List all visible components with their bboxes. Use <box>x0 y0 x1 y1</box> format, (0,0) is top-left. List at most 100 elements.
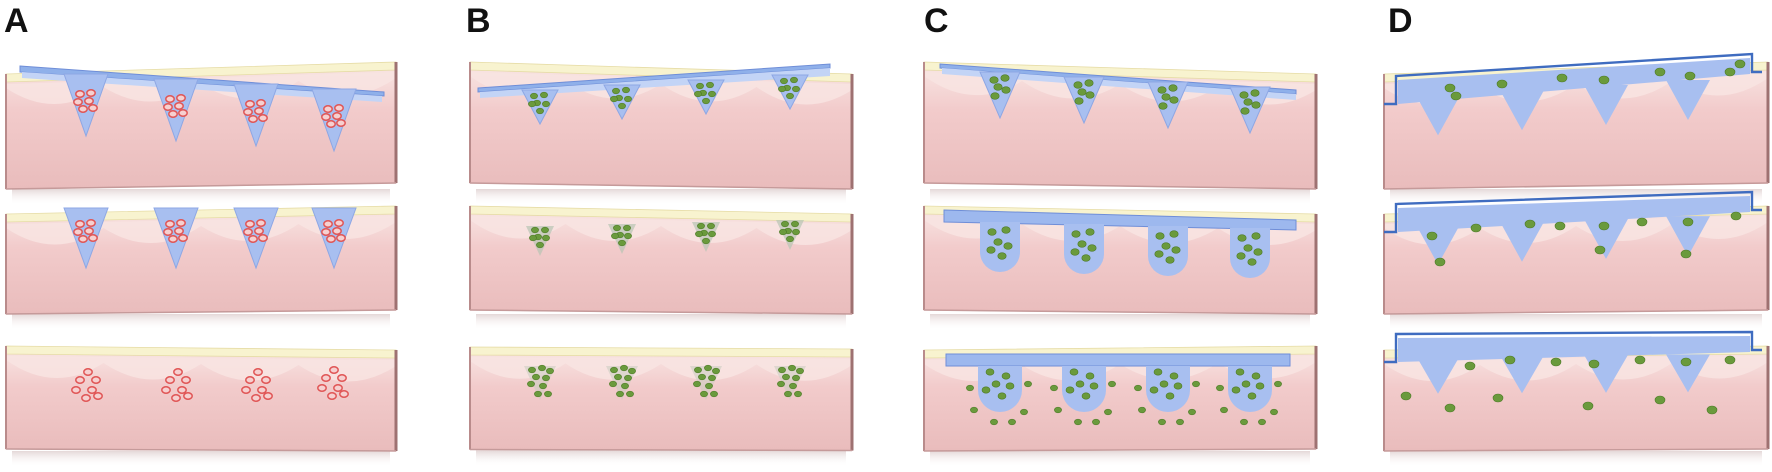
dermis-wave <box>924 72 1316 105</box>
stratum-corneum <box>469 346 853 358</box>
drug-particle <box>618 102 626 110</box>
drug-particle <box>1001 86 1011 94</box>
drug-particle <box>546 367 554 375</box>
drug-particle <box>694 90 702 98</box>
drug-particle <box>1138 406 1146 414</box>
drug-particle <box>1247 258 1257 266</box>
drug-particle <box>989 76 999 84</box>
drug-particle <box>702 237 710 245</box>
drug-particle <box>792 228 800 236</box>
drug-particle <box>336 119 346 127</box>
drug-particle <box>708 90 716 98</box>
drug-particle <box>610 95 618 103</box>
drug-particle <box>782 373 790 381</box>
drug-particle <box>1070 248 1080 256</box>
patch-backing <box>19 65 385 97</box>
drug-particle <box>987 228 997 236</box>
tissue-shadow <box>1390 314 1762 330</box>
tissue-shadow <box>12 189 390 205</box>
patch-base <box>22 72 382 102</box>
drug-particle <box>1071 230 1081 238</box>
drug-particle <box>693 380 701 388</box>
drug-particle <box>1075 380 1085 388</box>
drug-particle <box>254 107 264 115</box>
drug-particle <box>176 94 186 102</box>
drug-particle <box>263 392 273 400</box>
drug-particle <box>1161 93 1171 101</box>
drug-particle <box>1089 382 1099 390</box>
drug-particle <box>323 105 333 113</box>
drug-particle <box>1165 392 1175 400</box>
drug-particle <box>794 390 802 398</box>
swollen-microneedle <box>978 366 1022 412</box>
drug-particle <box>704 364 712 372</box>
drug-particle <box>540 91 548 99</box>
drug-particle <box>610 366 618 374</box>
drug-particle <box>1464 361 1476 371</box>
tissue-edge-bottom <box>923 448 1317 452</box>
hollow-reservoir-outline <box>1384 330 1762 364</box>
drug-particle <box>1069 368 1079 376</box>
drug-particle <box>1240 418 1248 426</box>
drug-particle <box>791 220 799 228</box>
microneedle <box>1063 76 1105 125</box>
drug-particle <box>1594 245 1606 255</box>
drug-particle <box>542 374 550 382</box>
drug-particle <box>1730 211 1742 221</box>
dissolved-tip-trace <box>774 366 806 400</box>
drug-particle <box>531 226 539 234</box>
dermis-wave <box>6 356 396 382</box>
tissue-shadow <box>930 189 1310 205</box>
drug-particle <box>1450 91 1462 101</box>
drug-particle <box>1235 368 1245 376</box>
tissue-edge-bottom <box>923 309 1317 315</box>
hollow-microneedle <box>1416 95 1460 136</box>
drug-particle <box>181 376 191 384</box>
drug-particle <box>1724 355 1736 365</box>
drug-particle <box>536 107 544 115</box>
drug-particle <box>541 226 549 234</box>
drug-particle <box>1087 244 1097 252</box>
drug-particle <box>75 90 85 98</box>
drug-particle <box>327 392 337 400</box>
drug-particle <box>1636 217 1648 227</box>
drug-particle <box>1724 67 1736 77</box>
drug-particle <box>71 386 81 394</box>
drug-particle <box>1231 386 1241 394</box>
hollow-microneedle <box>1500 221 1544 262</box>
drug-particle <box>168 110 178 118</box>
panel-label-b: B <box>466 2 491 40</box>
drug-particle <box>1188 408 1196 416</box>
drug-particle <box>695 230 703 238</box>
microneedle <box>1147 81 1189 130</box>
drug-particle <box>176 219 186 227</box>
drug-particle <box>710 390 718 398</box>
drug-particle <box>336 234 346 242</box>
drug-particle <box>73 98 83 106</box>
drug-particle <box>332 112 342 120</box>
drug-particle <box>258 234 268 242</box>
drug-particle <box>1024 380 1032 388</box>
dissolving-tip <box>776 220 804 250</box>
tissue-shadow <box>476 450 846 467</box>
drug-particle <box>87 386 97 394</box>
drug-particle <box>621 382 629 390</box>
drug-particle <box>970 406 978 414</box>
drug-particle <box>1001 226 1011 234</box>
drug-particle <box>256 219 266 227</box>
drug-particle <box>339 390 349 398</box>
drug-particle <box>245 100 255 108</box>
patch-backing <box>943 209 1297 231</box>
drug-particle <box>694 366 702 374</box>
panel-d-row3-patch <box>1384 330 1762 415</box>
drug-particle <box>333 384 343 392</box>
drug-particle <box>534 390 542 398</box>
drug-particle <box>161 386 171 394</box>
drug-particle <box>1104 408 1112 416</box>
panel-c-row3-release <box>945 353 1291 426</box>
drug-particle <box>1680 357 1692 367</box>
drug-particle <box>796 367 804 375</box>
drug-particle <box>1192 380 1200 388</box>
drug-particle <box>73 228 83 236</box>
